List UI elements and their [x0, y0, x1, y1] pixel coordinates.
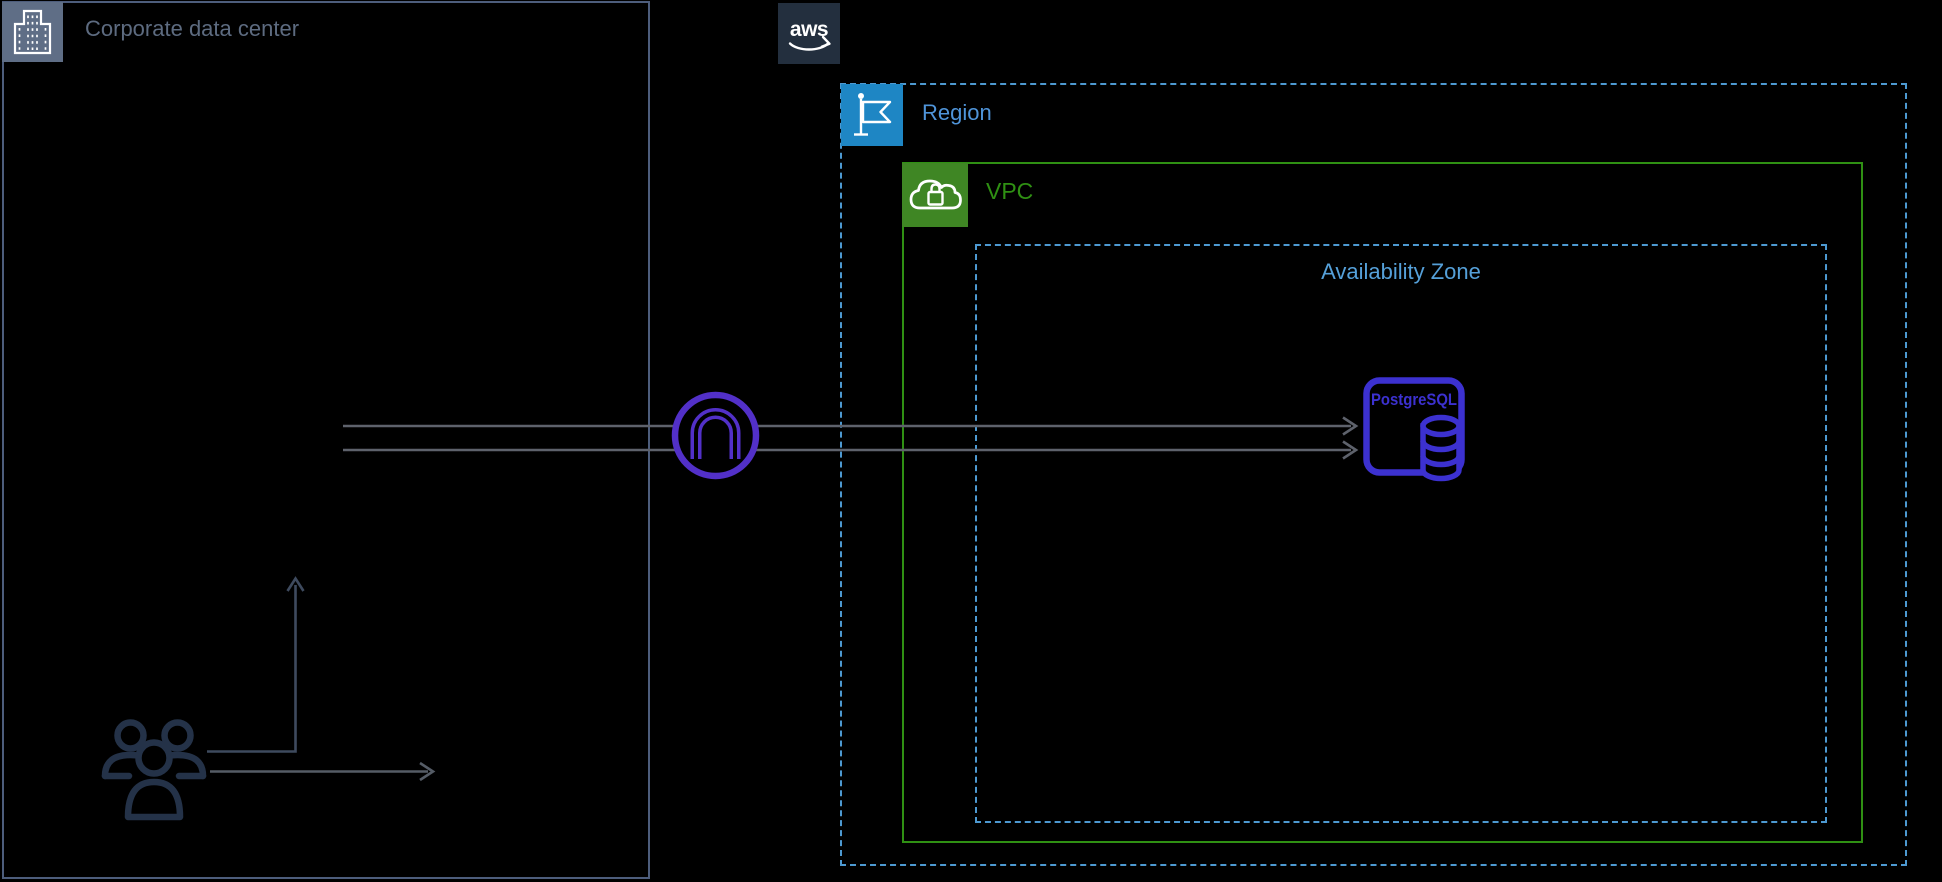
users-up-arrowhead [286, 576, 305, 592]
region-group [840, 83, 1907, 866]
corporate-data-center-group [2, 1, 650, 879]
postgresql-database-icon: PostgreSQL [1363, 377, 1465, 482]
aws-logo-icon: aws [778, 3, 840, 64]
building-icon [2, 2, 63, 62]
availability-zone-group [975, 244, 1827, 823]
users-icon [101, 719, 207, 821]
vpc-label: VPC [986, 178, 1034, 204]
to-database-lower-arrowhead [1342, 440, 1359, 460]
vpn-gateway-icon [671, 391, 760, 480]
cloud-lock-icon [902, 163, 968, 227]
users-right-arrowhead [419, 761, 436, 782]
users-up-arrow [207, 585, 297, 753]
corporate-data-center-label: Corporate data center [85, 16, 300, 41]
flag-icon [841, 84, 903, 146]
aws-logo-label: aws [790, 18, 828, 41]
region-label: Region [922, 100, 992, 125]
vpc-group [902, 162, 1863, 843]
to-database-upper-arrowhead [1342, 416, 1359, 436]
availability-zone-label: Availability Zone [1321, 259, 1481, 284]
postgresql-label: PostgreSQL [1371, 390, 1457, 409]
